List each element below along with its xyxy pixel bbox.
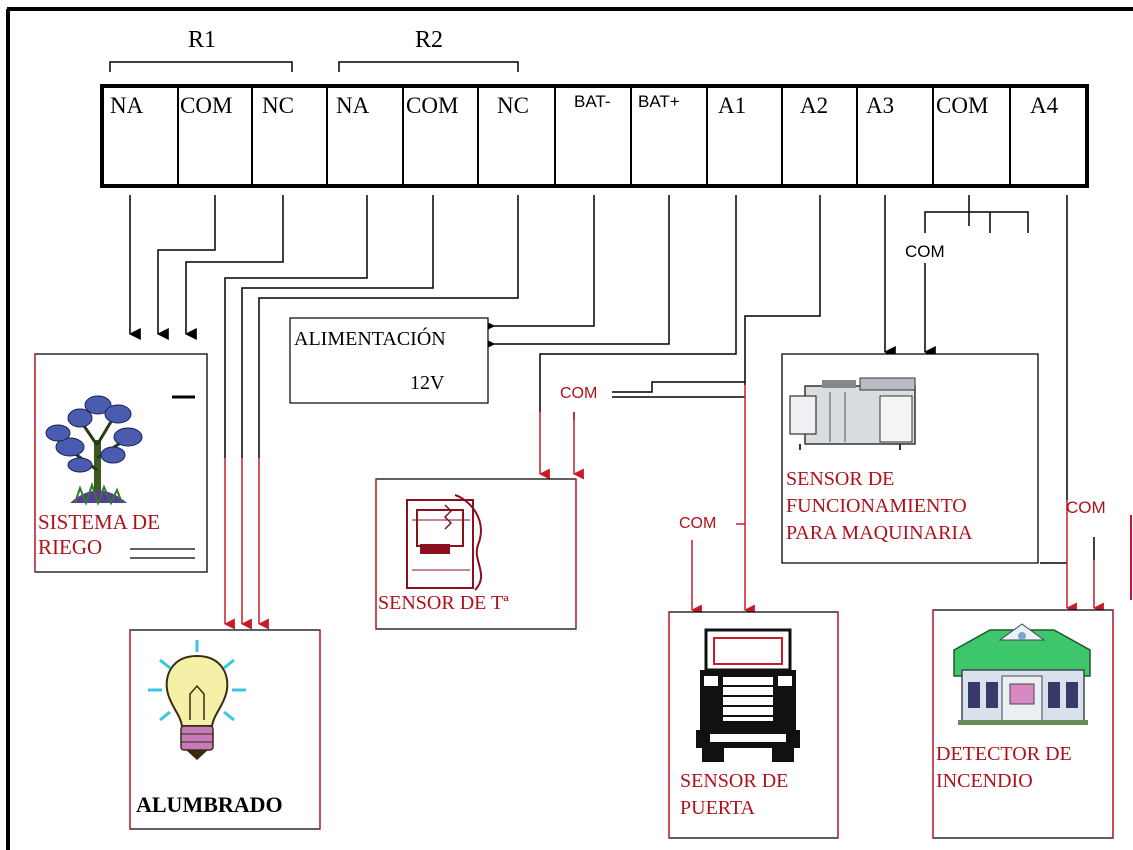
door-com-label: COM [679,515,717,532]
lightbulb-icon [148,640,246,760]
alimentacion-voltage: 12V [410,372,445,394]
house-icon [953,623,1091,725]
incendio-label-line2: INCENDIO [936,770,1033,792]
r1-label: R1 [188,27,217,53]
outer-frame [6,7,1133,850]
terminal-r2-na: NA [336,93,370,118]
door-red-wires [690,385,755,616]
terminal-a2: A2 [800,93,829,118]
alumbrado-label: ALUMBRADO [136,792,283,817]
terminal-r2-com: COM [406,93,459,118]
fire-com-label: COM [1066,498,1106,517]
terminal-r1-com: COM [180,93,233,118]
a1-temp-wire [539,195,745,420]
a2-door-wire [744,195,821,385]
alimentacion-label: ALIMENTACIÓN [294,328,446,350]
bat-wires [483,195,670,350]
terminal-bat-neg: BAT- [574,92,611,111]
temp-red-wires [538,412,584,480]
terminal-r2-nc: NC [497,93,529,118]
terminal-a4: A4 [1030,93,1059,118]
tree-icon [45,395,143,506]
machinery-icon [789,377,916,450]
maquinaria-label-line2: FUNCIONAMIENTO [786,495,967,517]
incendio-label: DETECTOR DE INCENDIO [936,741,1072,795]
terminal-com: COM [936,93,989,118]
terminal-a1: A1 [718,93,747,118]
terminal-r1-na: NA [110,93,144,118]
puerta-label-line2: PUERTA [680,797,755,819]
puerta-label-line1: SENSOR DE [680,770,789,792]
top-com-label: COM [905,242,945,261]
r2-label: R2 [415,27,444,53]
maquinaria-label-line3: PARA MAQUINARIA [786,522,973,544]
maquinaria-label-line1: SENSOR DE [786,468,895,490]
riego-label-line2: RIEGO [38,535,103,559]
riego-lines [130,395,195,559]
r1-bracket [109,61,293,72]
thermo-sensor-icon [406,494,482,591]
fire-red-wires [1065,500,1132,614]
maquinaria-label: SENSOR DE FUNCIONAMIENTO PARA MAQUINARIA [786,466,973,547]
temp-com-label: COM [560,385,598,402]
riego-label-line1: SISTEMA DE [38,510,160,534]
r1-wires [128,195,284,340]
terminal-block [100,84,1089,188]
terminal-bat-pos: BAT+ [638,92,680,111]
a4-fire-wire [1040,195,1095,564]
terminal-a3: A3 [866,93,895,118]
alumbrado-red-wires [223,458,269,630]
r2-bracket [338,61,519,72]
alimentacion-box [289,317,489,404]
puerta-label: SENSOR DE PUERTA [680,768,788,822]
temperatura-label: SENSOR DE Tª [378,592,509,614]
r2-wires [224,195,519,458]
incendio-label-line1: DETECTOR DE [936,743,1072,765]
truck-icon [696,628,800,762]
terminal-r1-nc: NC [262,93,294,118]
riego-label: SISTEMA DE RIEGO [38,510,160,560]
